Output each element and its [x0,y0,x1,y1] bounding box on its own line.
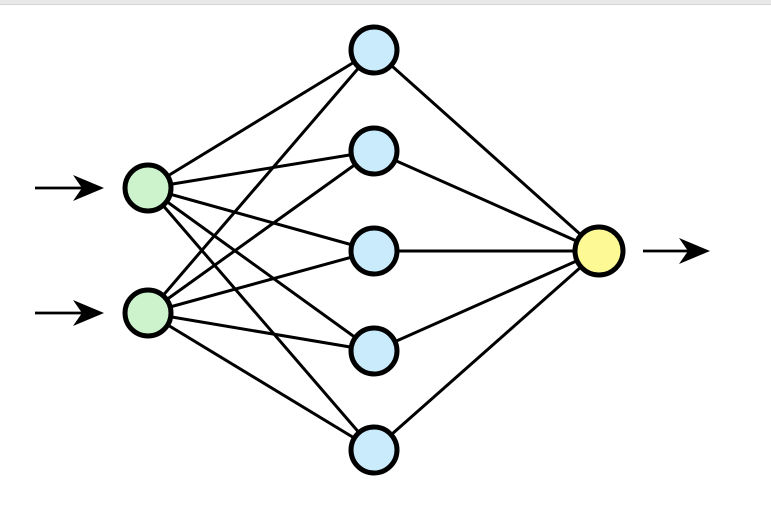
input-arrow-1-head-icon [73,175,104,201]
edge-input-2-hidden-3 [147,249,375,315]
edge-input-2-hidden-2 [147,149,375,315]
node-hidden-5 [348,424,400,476]
edge-hidden-2-output-1 [373,149,600,253]
edge-hidden-1-output-1 [373,48,600,253]
window-top-border [0,0,771,5]
node-hidden-3 [348,225,400,277]
edge-hidden-5-output-1 [373,249,600,452]
edge-input-1-hidden-1 [147,48,375,190]
input-arrow-1 [35,175,104,201]
edge-input-2-hidden-5 [147,311,375,452]
node-input-1 [122,162,174,214]
output-arrow-head-icon [679,238,710,264]
node-output-1 [572,224,626,278]
node-input-2 [122,287,174,339]
edge-input-1-hidden-2 [147,149,375,190]
input-arrow-2 [35,300,104,326]
nodes-group [122,24,626,476]
node-hidden-1 [348,24,400,76]
arrows-group [35,175,710,326]
edge-input-1-hidden-3 [147,186,375,253]
edge-input-2-hidden-4 [147,311,375,353]
edge-hidden-4-output-1 [373,249,600,353]
edge-input-1-hidden-4 [147,186,375,353]
node-hidden-4 [348,325,400,377]
input-arrow-2-head-icon [73,300,104,326]
edges-group [146,48,600,452]
edge-input-2-hidden-1 [146,49,376,314]
output-arrow [643,238,710,264]
edge-input-1-hidden-5 [146,187,376,451]
node-hidden-2 [348,125,400,177]
